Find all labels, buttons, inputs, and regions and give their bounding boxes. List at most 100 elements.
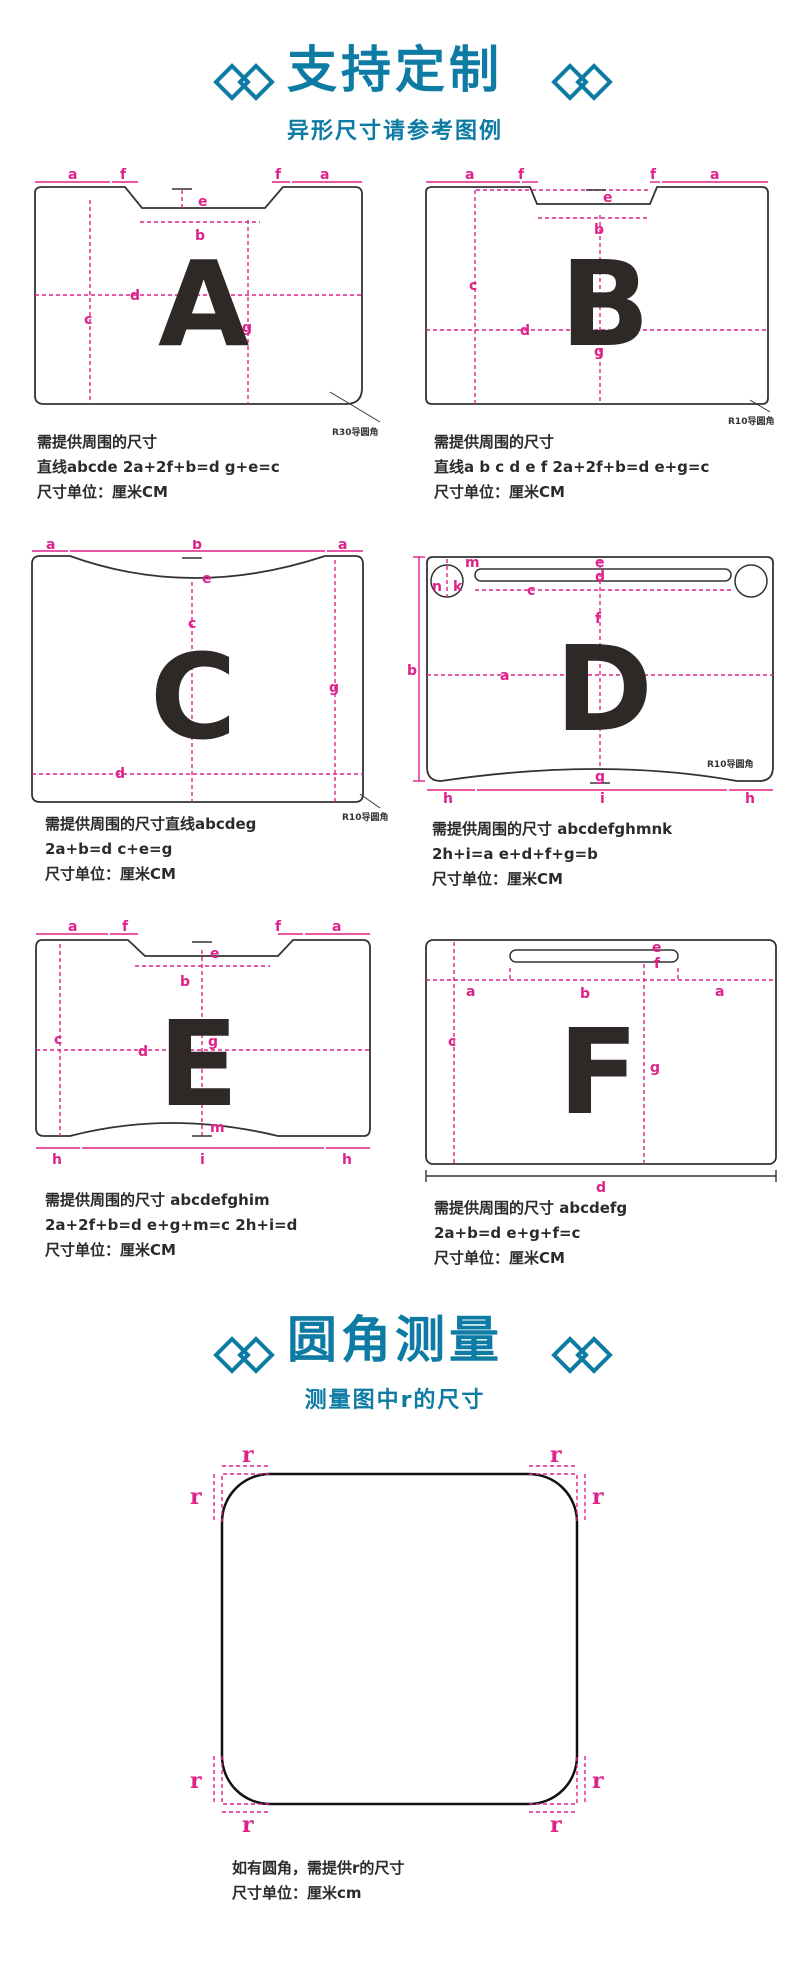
- panel-caption: 需提供周围的尺寸直线abcdeg 2a+b=d c+e=g 尺寸单位：厘米CM: [45, 812, 256, 887]
- dim-label-f-right: f: [275, 167, 282, 183]
- caption-line: 需提供周围的尺寸: [434, 433, 555, 451]
- shape-c-drawing: a b a e c g d C R10导圆角: [31, 540, 388, 823]
- dim-label-b: b: [180, 974, 190, 990]
- dim-label-a-left: a: [68, 920, 77, 935]
- caption-line: 尺寸单位：厘米cm: [232, 1884, 362, 1902]
- dim-label-h-left: h: [52, 1152, 62, 1168]
- diagram-panel-c: a b a e c g d C R10导圆角 需提供周围的尺寸直线abcdeg …: [20, 540, 390, 883]
- dim-label-b: b: [580, 986, 590, 1002]
- dim-label-m: m: [210, 1120, 225, 1136]
- page-title: 支持定制: [287, 41, 503, 99]
- dim-label-a: a: [500, 668, 509, 684]
- dim-label-e: e: [652, 940, 662, 956]
- caption-line: 需提供周围的尺寸: [37, 433, 158, 451]
- dim-label-g: g: [329, 680, 339, 696]
- dim-label-a-right: a: [320, 167, 329, 183]
- page-subtitle: 异形尺寸请参考图例: [286, 119, 503, 144]
- shape-letter: A: [158, 235, 249, 373]
- diagram-panel-e: a f f a e b c g d m h i h E 需提供周围的尺寸 abc…: [20, 920, 390, 1259]
- dim-label-g: g: [208, 1034, 218, 1050]
- dim-label-g: g: [595, 769, 605, 785]
- corner-radius-note: R10导圆角: [728, 415, 774, 427]
- dim-label-d: d: [130, 288, 140, 304]
- dim-label-c: c: [448, 1034, 456, 1050]
- shape-f-drawing: e f a b a c g d F: [425, 939, 777, 1196]
- corner-radius-diagram: r r r r r r r r: [190, 1440, 610, 1840]
- dim-label-a-left: a: [46, 540, 55, 553]
- dim-label-c: c: [84, 312, 92, 328]
- dim-label-a-left: a: [465, 167, 474, 183]
- panel-caption: 需提供周围的尺寸 直线abcde 2a+2f+b=d g+e=c 尺寸单位：厘米…: [37, 430, 280, 505]
- diamond-ornament-right-icon: [551, 1336, 613, 1374]
- caption-line: 直线a b c d e f 2a+2f+b=d e+g=c: [434, 458, 710, 476]
- dim-label-h-right: h: [342, 1152, 352, 1168]
- caption-line: 2a+2f+b=d e+g+m=c 2h+i=d: [45, 1216, 298, 1234]
- dim-label-m: m: [465, 555, 480, 571]
- diagram-panel-a: a f f a e b c d g A R30导圆角 需提供周围的尺寸 直线ab…: [20, 160, 390, 501]
- radius-label-right-bottom: r: [592, 1768, 604, 1794]
- radius-label-left-bottom: r: [190, 1768, 202, 1794]
- caption-line: 尺寸单位：厘米CM: [434, 483, 565, 501]
- dim-label-e: e: [202, 571, 212, 587]
- caption-line: 2a+b=d c+e=g: [45, 840, 173, 858]
- corner-section-subtitle: 测量图中r的尺寸: [304, 1388, 486, 1413]
- rounded-square-drawing: r r r r r r r r: [190, 1442, 604, 1838]
- dim-label-g: g: [242, 320, 252, 336]
- caption-line: 需提供周围的尺寸直线abcdeg: [45, 815, 257, 833]
- diamond-ornament-left-icon: [213, 1336, 275, 1374]
- caption-line: 直线abcde 2a+2f+b=d g+e=c: [37, 458, 280, 476]
- dim-label-e: e: [603, 190, 613, 206]
- dim-label-f-right: f: [275, 920, 282, 935]
- dim-label-f-left: f: [122, 920, 129, 935]
- corner-radius-note: R30导圆角: [332, 426, 378, 438]
- dim-label-h-right: h: [745, 791, 755, 807]
- dim-label-d: d: [115, 766, 125, 782]
- radius-label-top-right: r: [550, 1442, 562, 1468]
- dim-label-h-left: h: [443, 791, 453, 807]
- dim-label-n: n: [432, 579, 442, 595]
- dim-label-a-right: a: [338, 540, 347, 553]
- dim-label-a-left: a: [68, 167, 77, 183]
- dim-label-g: g: [650, 1060, 660, 1076]
- radius-label-bottom-left: r: [242, 1812, 254, 1838]
- dim-label-e: e: [198, 194, 208, 210]
- dim-label-f-left: f: [518, 167, 525, 183]
- dim-label-e: e: [210, 946, 220, 962]
- dim-label-a-right: a: [710, 167, 719, 183]
- diagram-panel-f: e f a b a c g d F 需提供周围的尺寸 abcdefg 2a+b=…: [410, 928, 780, 1267]
- dim-label-c: c: [54, 1032, 62, 1048]
- radius-label-left-top: r: [190, 1484, 202, 1510]
- dim-label-f: f: [654, 956, 661, 972]
- shape-b-drawing: a f f a e b c d g B R10导圆角: [425, 167, 774, 427]
- radius-label-top-left: r: [242, 1442, 254, 1468]
- dim-label-f-right: f: [650, 167, 657, 183]
- dim-label-b: b: [192, 540, 202, 553]
- radius-label-right-top: r: [592, 1484, 604, 1510]
- corner-radius-note: R10导圆角: [342, 811, 388, 823]
- caption-line: 尺寸单位：厘米CM: [434, 1249, 565, 1267]
- caption-line: 尺寸单位：厘米CM: [432, 870, 563, 888]
- dim-label-b: b: [594, 222, 604, 238]
- dim-label-d: d: [138, 1044, 148, 1060]
- shape-letter: D: [555, 620, 653, 758]
- shape-letter: C: [150, 628, 237, 766]
- caption-line: 需提供周围的尺寸 abcdefghim: [45, 1191, 270, 1209]
- diamond-ornament-right-icon: [551, 63, 613, 101]
- panel-caption: 需提供周围的尺寸 abcdefghmnk 2h+i=a e+d+f+g=b 尺寸…: [432, 817, 672, 892]
- diamond-ornament-left-icon: [213, 63, 275, 101]
- corner-caption: 如有圆角，需提供r的尺寸 尺寸单位：厘米cm: [232, 1856, 404, 1906]
- dim-label-c: c: [469, 278, 477, 294]
- dim-label-f-left: f: [120, 167, 127, 183]
- diagram-panel-b: a f f a e b c d g B R10导圆角 需提供周围的尺寸 直线a …: [410, 160, 780, 501]
- dim-label-f: f: [595, 611, 602, 627]
- radius-label-bottom-right: r: [550, 1812, 562, 1838]
- corner-radius-note: R10导圆角: [707, 758, 753, 770]
- dim-label-i: i: [200, 1152, 205, 1168]
- shape-a-drawing: a f f a e b c d g A R30导圆角: [34, 167, 381, 438]
- caption-line: 如有圆角，需提供r的尺寸: [232, 1859, 405, 1877]
- shape-e-drawing: a f f a e b c g d m h i h E: [35, 920, 371, 1168]
- shape-letter: F: [558, 1003, 639, 1141]
- dim-label-d: d: [520, 323, 530, 339]
- dim-label-a-right: a: [332, 920, 341, 935]
- dim-label-k: k: [453, 579, 463, 595]
